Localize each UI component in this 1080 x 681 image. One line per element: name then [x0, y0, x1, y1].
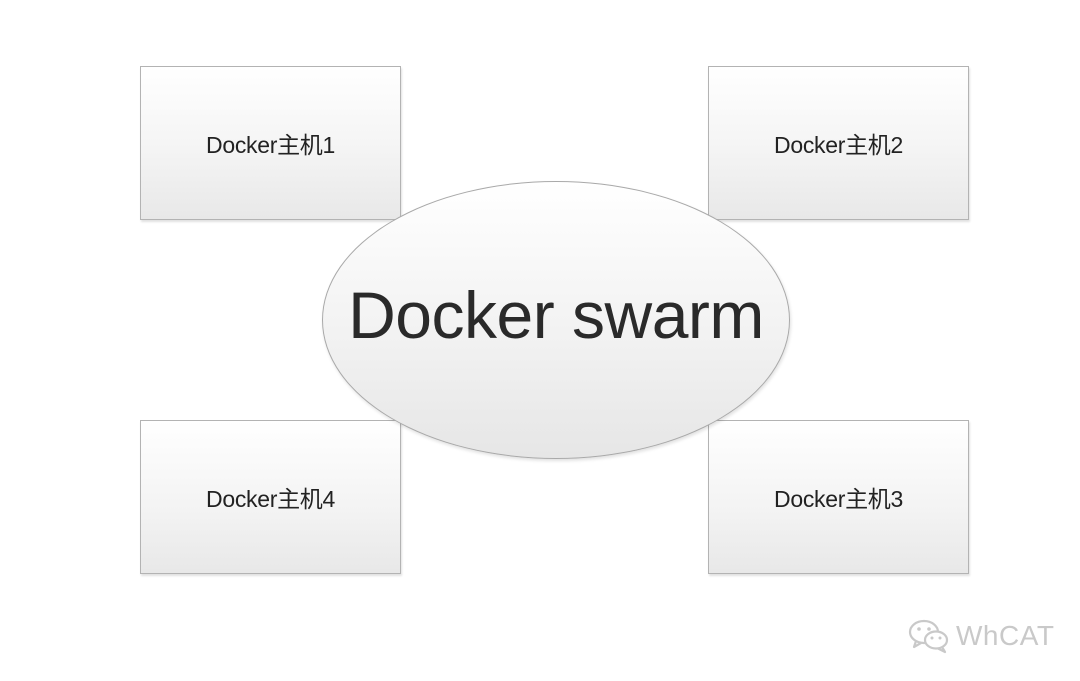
host-label-4: Docker主机4 [206, 486, 335, 512]
host-box-3: Docker主机3 [708, 420, 969, 574]
swarm-ellipse: Docker swarm [322, 181, 790, 459]
host-box-4: Docker主机4 [140, 420, 401, 574]
watermark: WhCAT [908, 616, 1054, 656]
host-label-2: Docker主机2 [774, 132, 903, 158]
host-label-3: Docker主机3 [774, 486, 903, 512]
swarm-label: Docker swarm [348, 278, 764, 352]
host-label-1: Docker主机1 [206, 132, 335, 158]
watermark-text: WhCAT [956, 620, 1055, 651]
wechat-icon [908, 619, 949, 654]
host-box-2: Docker主机2 [708, 66, 969, 220]
host-box-1: Docker主机1 [140, 66, 401, 220]
